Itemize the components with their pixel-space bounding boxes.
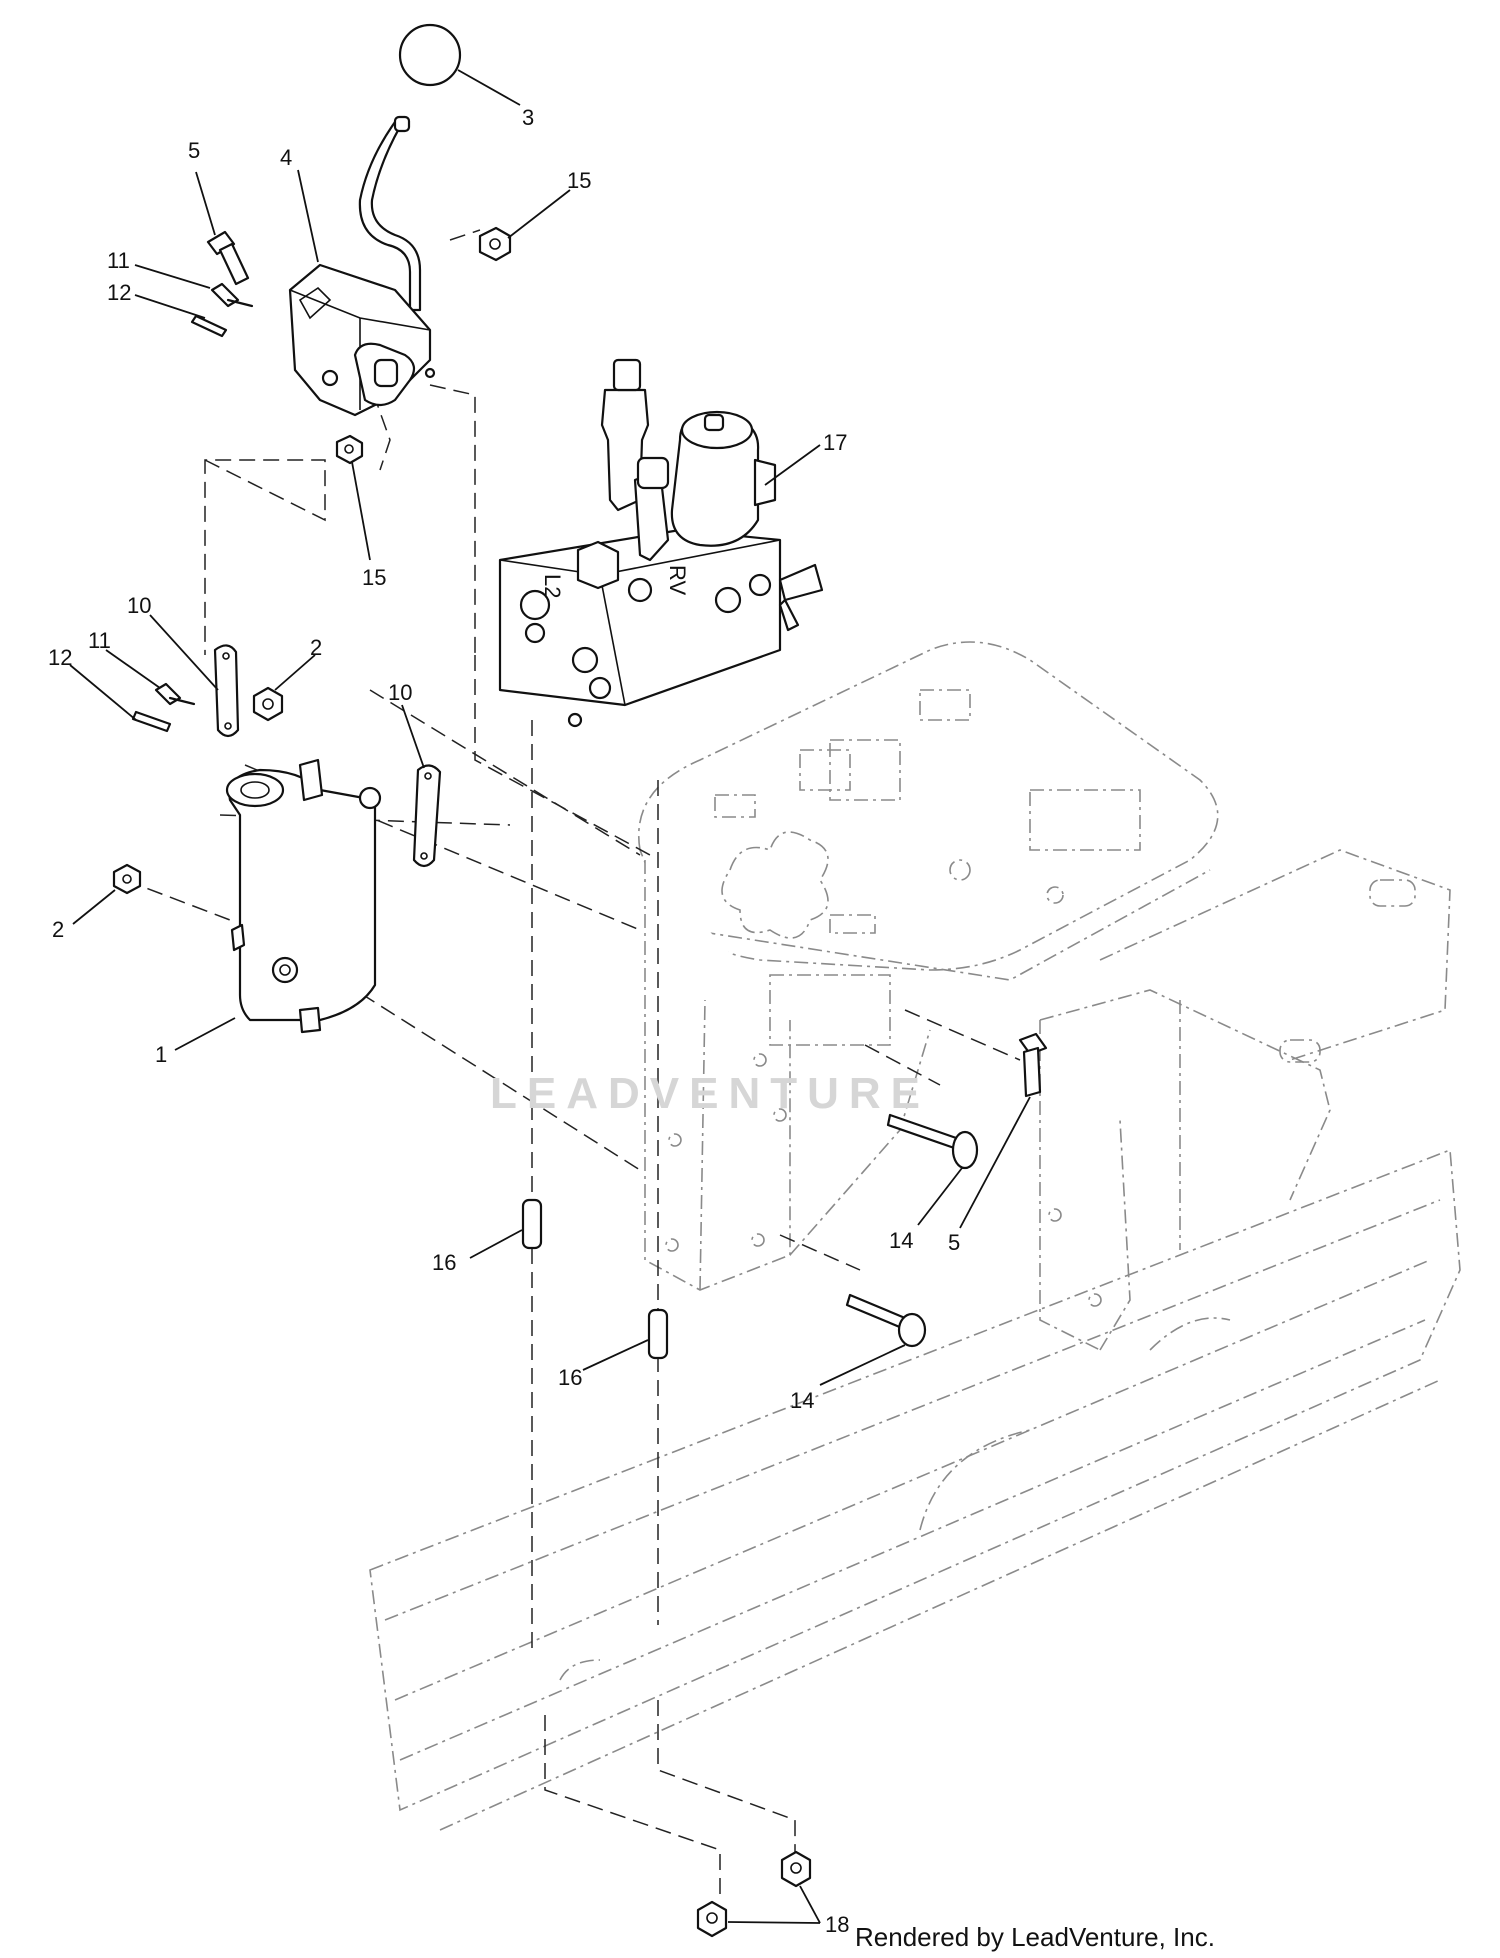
valve-port-marking-right: RV [665, 565, 690, 595]
callout-18: 18 [825, 1912, 849, 1937]
callout-15-top: 15 [567, 168, 591, 193]
callout-10-lower: 10 [388, 680, 412, 705]
cotter-pin-left [131, 710, 172, 733]
callout-12-top: 12 [107, 280, 131, 305]
valve-port-marking-left: L2 [540, 574, 565, 598]
hydraulic-valve-block: L2 RV [498, 358, 824, 728]
flange-nut-bottom-right [780, 1850, 812, 1888]
callout-5-top: 5 [188, 138, 200, 163]
watermark-text: LEADVENTURE [490, 1069, 930, 1118]
callout-labels: 3 4 5 11 12 15 15 17 10 11 12 2 10 2 1 1… [48, 105, 960, 1937]
cotter-pin-top [190, 314, 228, 338]
carriage-bolt-lower [845, 1293, 927, 1348]
frame-rail [369, 1148, 1461, 1831]
callout-2-lower: 2 [52, 917, 64, 942]
callout-17: 17 [823, 430, 847, 455]
control-panel-plate [638, 641, 1219, 981]
callout-1: 1 [155, 1042, 167, 1067]
callout-14-lower: 14 [790, 1388, 814, 1413]
link-plate-upper [213, 644, 240, 738]
clevis-pin-left [154, 682, 196, 706]
callout-11-left: 11 [88, 628, 111, 653]
spacer-tube-right [647, 1308, 669, 1360]
clevis-pin-top [210, 282, 254, 308]
lock-nut-top [478, 226, 512, 262]
shoulder-bolt [206, 230, 250, 286]
render-credit: Rendered by LeadVenture, Inc. [855, 1922, 1215, 1952]
flange-nut-bottom-left [696, 1900, 728, 1938]
callout-12-left: 12 [48, 645, 72, 670]
callout-4: 4 [280, 145, 292, 170]
flange-nut-upper [252, 686, 284, 722]
callout-10-upper: 10 [127, 593, 151, 618]
callout-11-top: 11 [107, 248, 130, 273]
callout-3: 3 [522, 105, 534, 130]
link-plate-lower [412, 764, 442, 868]
shift-bracket [288, 263, 436, 417]
spacer-tube-left [521, 1198, 543, 1250]
callout-5-right: 5 [948, 1230, 960, 1255]
leader-lines [69, 69, 1031, 1924]
shoulder-bolt-right [1018, 1032, 1048, 1098]
vertical-column [644, 860, 931, 1291]
lock-nut-lower [335, 434, 364, 465]
shift-knob-lever [358, 23, 462, 312]
mount-bracket [1039, 849, 1451, 1351]
callout-2-upper: 2 [310, 635, 322, 660]
hydraulic-canister [225, 758, 382, 1034]
callout-16-right: 16 [558, 1365, 582, 1390]
callout-14-upper: 14 [889, 1228, 913, 1253]
flange-nut-lower [112, 863, 142, 895]
assembly-guides [124, 229, 1021, 1895]
callout-16-left: 16 [432, 1250, 456, 1275]
carriage-bolt-upper [886, 1113, 979, 1170]
callout-15-lower: 15 [362, 565, 386, 590]
